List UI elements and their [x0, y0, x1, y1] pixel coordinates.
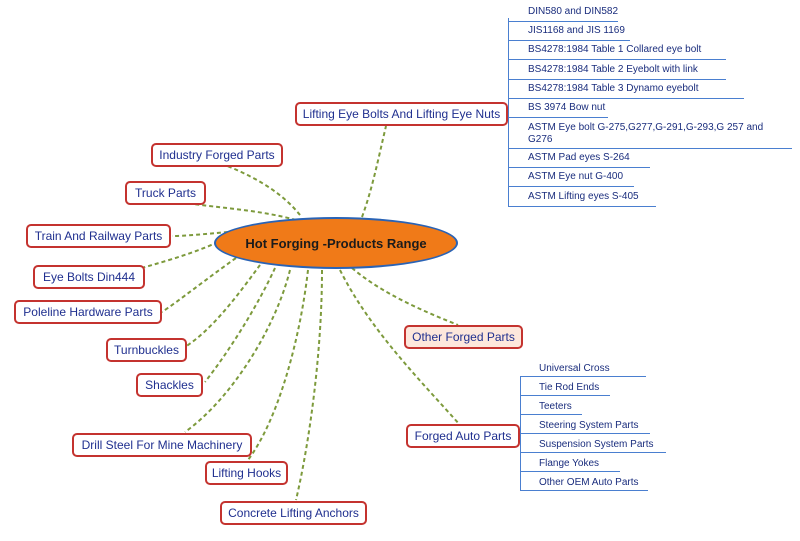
connector-turnbuckles: [184, 264, 261, 348]
topic-turnbuckles[interactable]: Turnbuckles: [106, 338, 187, 362]
subtopic-underline: [520, 490, 648, 491]
topic-label: Other Forged Parts: [412, 330, 515, 344]
subtopic-underline: [520, 452, 666, 453]
topic-label: Lifting Eye Bolts And Lifting Eye Nuts: [302, 107, 501, 121]
topic-label: Concrete Lifting Anchors: [228, 506, 359, 520]
subtopic-underline: [508, 186, 634, 187]
topic-label: Shackles: [145, 378, 194, 392]
subtopic-underline: [508, 59, 726, 60]
topic-label: Turnbuckles: [114, 343, 179, 357]
subtopic-lifting-eye-1[interactable]: DIN580 and DIN582: [528, 6, 619, 17]
subtopic-lifting-eye-10[interactable]: ASTM Lifting eyes S-405: [528, 191, 639, 202]
topic-label: Forged Auto Parts: [414, 429, 512, 443]
topic-forged-auto-parts[interactable]: Forged Auto Parts: [406, 424, 520, 448]
topic-drill-steel[interactable]: Drill Steel For Mine Machinery: [72, 433, 252, 457]
connector-drill-steel: [184, 269, 291, 433]
subtopic-underline: [508, 98, 744, 99]
topic-lifting-eye-bolts-nuts[interactable]: Lifting Eye Bolts And Lifting Eye Nuts: [295, 102, 508, 126]
subtopic-underline: [520, 414, 582, 415]
connector-other-forged: [351, 267, 459, 326]
lifting-eye-bracket: [508, 18, 509, 206]
subtopic-underline: [508, 21, 618, 22]
subtopic-underline: [520, 471, 620, 472]
topic-eye-bolts-din444[interactable]: Eye Bolts Din444: [33, 265, 145, 289]
subtopic-lifting-eye-8[interactable]: ASTM Pad eyes S-264: [528, 152, 630, 163]
topic-train-railway-parts[interactable]: Train And Railway Parts: [26, 224, 171, 248]
subtopic-underline: [520, 433, 650, 434]
topic-lifting-hooks[interactable]: Lifting Hooks: [205, 461, 288, 485]
topic-other-forged-parts[interactable]: Other Forged Parts: [404, 325, 523, 349]
topic-concrete-lifting-anchors[interactable]: Concrete Lifting Anchors: [220, 501, 367, 525]
topic-poleline-hardware-parts[interactable]: Poleline Hardware Parts: [14, 300, 162, 324]
subtopic-lifting-eye-3[interactable]: BS4278:1984 Table 1 Collared eye bolt: [528, 44, 702, 55]
subtopic-lifting-eye-2[interactable]: JIS1168 and JIS 1169: [528, 25, 625, 36]
topic-truck-parts[interactable]: Truck Parts: [125, 181, 206, 205]
subtopic-auto-4[interactable]: Steering System Parts: [539, 420, 639, 431]
central-topic-label: Hot Forging -Products Range: [245, 235, 427, 251]
connector-truck: [185, 202, 297, 221]
topic-label: Industry Forged Parts: [159, 148, 275, 162]
topic-label: Lifting Hooks: [211, 466, 282, 480]
subtopic-lifting-eye-5[interactable]: BS4278:1984 Table 3 Dynamo eyebolt: [528, 83, 699, 94]
subtopic-auto-7[interactable]: Other OEM Auto Parts: [539, 477, 639, 488]
connector-poleline: [161, 257, 237, 313]
connector-lifting-hooks: [247, 269, 309, 461]
topic-label: Eye Bolts Din444: [42, 270, 136, 284]
subtopic-underline: [520, 376, 646, 377]
topic-industry-forged-parts[interactable]: Industry Forged Parts: [151, 143, 283, 167]
subtopic-underline: [508, 40, 630, 41]
subtopic-lifting-eye-7[interactable]: ASTM Eye bolt G-275,G277,G-291,G-293,G 2…: [528, 122, 764, 145]
connector-forged-auto: [339, 269, 461, 426]
subtopic-auto-2[interactable]: Tie Rod Ends: [539, 382, 600, 393]
subtopic-lifting-eye-4[interactable]: BS4278:1984 Table 2 Eyebolt with link: [528, 64, 698, 75]
subtopic-auto-1[interactable]: Universal Cross: [539, 363, 610, 374]
subtopic-underline: [508, 79, 726, 80]
subtopic-underline: [508, 167, 650, 168]
connector-concrete: [295, 269, 323, 501]
topic-label: Poleline Hardware Parts: [23, 305, 153, 319]
connector-lifting-eye: [361, 125, 387, 218]
central-topic[interactable]: Hot Forging -Products Range: [214, 217, 458, 269]
topic-label: Train And Railway Parts: [34, 229, 163, 243]
connector-train: [171, 231, 229, 237]
connector-shackles: [204, 267, 276, 383]
subtopic-lifting-eye-6[interactable]: BS 3974 Bow nut: [528, 102, 606, 113]
subtopic-underline: [508, 148, 792, 149]
topic-label: Drill Steel For Mine Machinery: [81, 438, 243, 452]
subtopic-lifting-eye-9[interactable]: ASTM Eye nut G-400: [528, 171, 624, 182]
subtopic-underline: [520, 395, 610, 396]
subtopic-underline: [508, 117, 608, 118]
subtopic-auto-5[interactable]: Suspension System Parts: [539, 439, 654, 450]
topic-shackles[interactable]: Shackles: [136, 373, 203, 397]
subtopic-auto-6[interactable]: Flange Yokes: [539, 458, 600, 469]
topic-label: Truck Parts: [135, 186, 196, 200]
connector-industry: [224, 164, 301, 216]
subtopic-underline: [508, 206, 656, 207]
subtopic-auto-3[interactable]: Teeters: [539, 401, 572, 412]
